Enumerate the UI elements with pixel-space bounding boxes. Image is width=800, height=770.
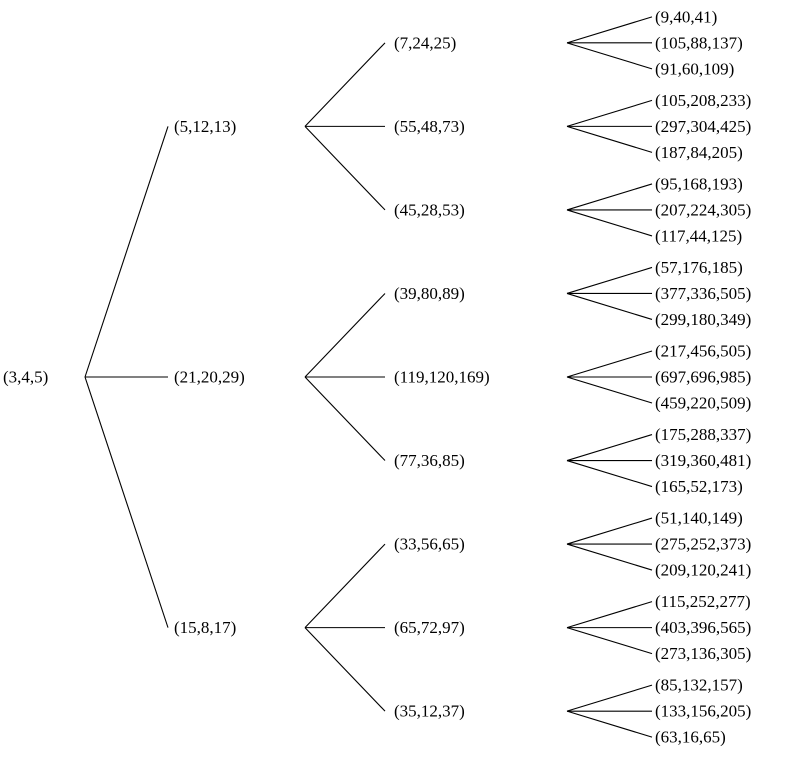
triple-node-root-1-3: (45,28,53) <box>394 200 465 219</box>
tree-edge-root-1-1-1 <box>566 16 653 44</box>
tree-edge-root-3-3 <box>304 627 386 712</box>
triple-node-root-3-1-3: (209,120,241) <box>655 561 751 580</box>
triple-node-root-3-3-1: (85,132,157) <box>655 676 743 695</box>
triple-node-root-1-2-2: (297,304,425) <box>655 117 751 136</box>
triple-node-root-2-1-2: (377,336,505) <box>655 284 751 303</box>
triple-node-root-1-2: (55,48,73) <box>394 117 465 136</box>
triple-node-root-3-3: (35,12,37) <box>394 702 465 721</box>
triple-node-root-2-3-1: (175,288,337) <box>655 425 751 444</box>
triple-node-root-3-2: (65,72,97) <box>394 618 465 637</box>
triple-node-root-2-2-3: (459,220,509) <box>655 394 751 413</box>
triple-node-root-3-1: (33,56,65) <box>394 535 465 554</box>
tree-edge-root-2-1-3 <box>566 292 653 320</box>
triple-node-root-2: (21,20,29) <box>174 368 245 387</box>
triple-node-root-1-2-3: (187,84,205) <box>655 143 743 162</box>
tree-edge-root-3-1 <box>304 543 386 628</box>
triple-node-root-3-1-1: (51,140,149) <box>655 509 743 528</box>
triple-node-root-2-3-2: (319,360,481) <box>655 451 751 470</box>
triple-node-root-3-1-2: (275,252,373) <box>655 535 751 554</box>
triple-node-root-2-3: (77,36,85) <box>394 451 465 470</box>
triple-node-root-1-3-2: (207,224,305) <box>655 200 751 219</box>
triple-node-root-1-2-1: (105,208,233) <box>655 91 751 110</box>
triple-node-root-2-2-2: (697,696,985) <box>655 368 751 387</box>
tree-edge-root-3-2-3 <box>566 627 653 655</box>
tree-edge-root-1-1-3 <box>566 42 653 70</box>
triple-node-root-2-2-1: (217,456,505) <box>655 342 751 361</box>
triple-node-root: (3,4,5) <box>3 368 48 387</box>
tree-edge-root-2-2-1 <box>566 350 653 378</box>
tree-edge-root-2-1 <box>304 293 386 378</box>
tree-edge-root-3-1-3 <box>566 543 653 571</box>
tree-edge-root-2-2-3 <box>566 376 653 404</box>
triple-node-root-3-2-2: (403,396,565) <box>655 618 751 637</box>
triple-node-root-1-1: (7,24,25) <box>394 33 456 52</box>
tree-edge-root-3 <box>84 376 169 628</box>
triple-node-root-2-1-1: (57,176,185) <box>655 258 743 277</box>
triple-node-root-1-1-1: (9,40,41) <box>655 7 717 26</box>
triple-node-root-1-1-2: (105,88,137) <box>655 33 743 52</box>
tree-edge-root-2-3-3 <box>566 460 653 488</box>
triple-node-root-3: (15,8,17) <box>174 618 236 637</box>
tree-edge-root-3-1-1 <box>566 517 653 545</box>
triple-node-root-2-3-3: (165,52,173) <box>655 477 743 496</box>
triple-node-root-3-3-3: (63,16,65) <box>655 728 726 747</box>
tree-edge-root-2-3 <box>304 376 386 461</box>
tree-edge-root-3-2-1 <box>566 601 653 629</box>
triple-node-root-1: (5,12,13) <box>174 117 236 136</box>
tree-edge-root-1-2-1 <box>566 99 653 127</box>
tree-edge-root-1-2-3 <box>566 125 653 153</box>
triple-node-root-2-1-3: (299,180,349) <box>655 310 751 329</box>
triple-node-root-1-1-3: (91,60,109) <box>655 59 734 78</box>
triple-node-root-3-2-1: (115,252,277) <box>655 592 751 611</box>
tree-edge-root-1 <box>84 126 169 378</box>
tree-edge-root-1-3 <box>304 126 386 211</box>
tree-edge-root-3-3-1 <box>566 684 653 712</box>
triple-node-root-1-3-1: (95,168,193) <box>655 174 743 193</box>
tree-edge-root-1-1 <box>304 42 386 127</box>
tree-edge-root-2-3-1 <box>566 434 653 462</box>
tree-edge-root-3-3-3 <box>566 710 653 738</box>
tree-edge-root-1-3-3 <box>566 209 653 237</box>
triple-node-root-2-1: (39,80,89) <box>394 284 465 303</box>
triple-node-root-3-3-2: (133,156,205) <box>655 702 751 721</box>
tree-edge-root-1-3-1 <box>566 183 653 211</box>
triple-node-root-2-2: (119,120,169) <box>394 368 490 387</box>
triple-node-root-1-3-3: (117,44,125) <box>655 226 742 245</box>
tree-edge-root-2-1-1 <box>566 266 653 294</box>
tree-edges <box>84 16 653 738</box>
tree-labels: (3,4,5) (5,12,13) (7,24,25) (9,40,41) (105,8… <box>3 7 751 746</box>
triple-node-root-3-2-3: (273,136,305) <box>655 644 751 663</box>
